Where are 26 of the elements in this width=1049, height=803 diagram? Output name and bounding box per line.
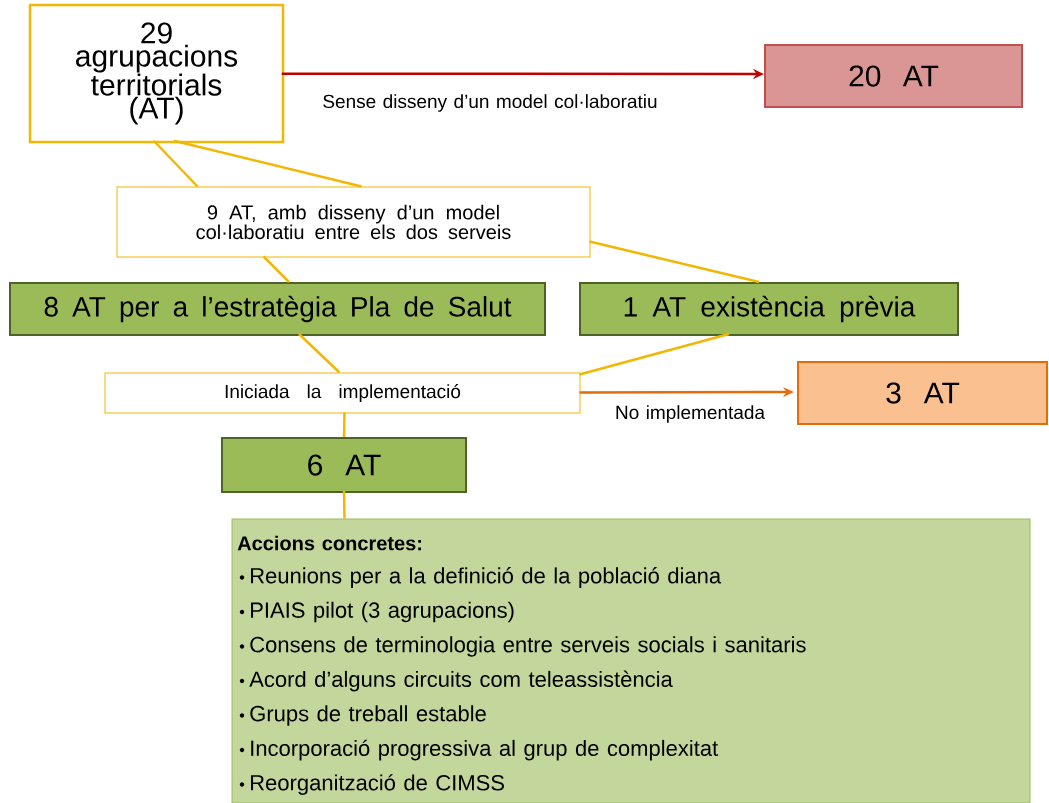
connector-line (579, 332, 730, 376)
list-item: Acord d’alguns circuits com teleassistència (239, 670, 673, 692)
category-box: 8 AT per a l’estratègia Pla de Salut (9, 282, 546, 336)
list-item: Reunions per a la definició de la població diana (239, 567, 722, 588)
list-heading: Accions concretes: (237, 535, 421, 551)
list-item: Incorporació progressiva al grup de complexitat (239, 739, 718, 761)
category-box: 1 AT existència prèvia (579, 282, 959, 336)
text-box: 9 AT, amb disseny d’un model col·laboratiu entre els dos serveis (116, 186, 591, 258)
text-box: Iniciada la implementació (104, 372, 581, 414)
edge-label: Sense disseny d’un model col·laboratiu (321, 93, 659, 113)
connector-line (589, 240, 760, 284)
category-box: 6 AT (221, 437, 467, 493)
count-box: 29 agrupacions territorials (AT) (28, 3, 285, 144)
connector-line (152, 139, 199, 188)
connector-line (342, 491, 346, 519)
list-item: PIAIS pilot (3 agrupacions) (239, 601, 514, 623)
connector-line (262, 255, 290, 283)
edge-label: No implementada (613, 404, 767, 424)
list-item: Consens de terminologia entre serveis socials i sanitaris (239, 636, 806, 657)
result-box: 3 AT (797, 361, 1048, 425)
result-box: 20 AT (764, 44, 1023, 108)
list-item: Grups de treball estable (239, 705, 486, 726)
list-item: Reorganització de CIMSS (239, 774, 504, 795)
connector-line (173, 139, 362, 188)
connector-line (298, 333, 341, 374)
connector-line (342, 412, 346, 438)
